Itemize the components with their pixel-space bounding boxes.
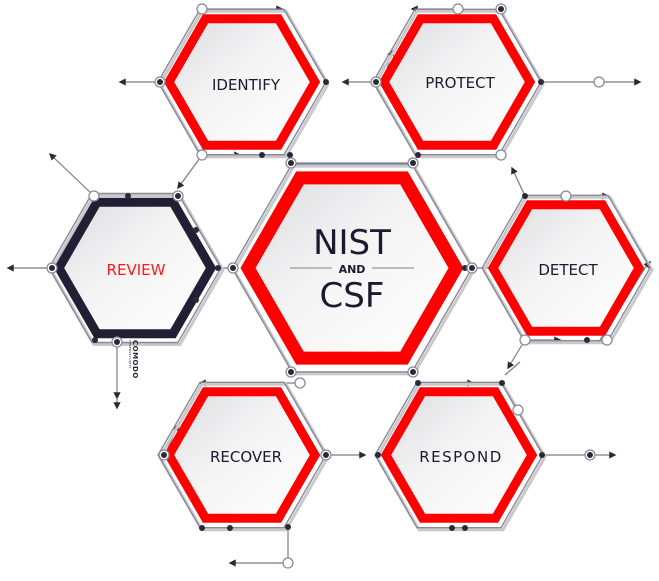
connector-dot — [259, 152, 265, 158]
connector-dot — [92, 337, 98, 343]
connector-detect-up — [511, 166, 526, 197]
hexagon-ring — [163, 14, 321, 150]
connector-dot — [449, 525, 455, 531]
connector-ring-node — [593, 76, 605, 88]
connector-ring-node — [560, 190, 572, 202]
connector-line — [504, 361, 521, 376]
connector-target-center — [49, 265, 55, 271]
center-title-nist: NIST — [313, 223, 391, 263]
hexagon-detect — [481, 194, 654, 345]
connector-identify-review — [177, 157, 201, 190]
connector-dot — [199, 525, 205, 531]
connector-ring-node — [196, 149, 208, 161]
connector-dot — [462, 525, 468, 531]
connector-nodes — [46, 3, 613, 569]
hexagon-outline — [157, 381, 327, 529]
connector-target-center — [157, 79, 163, 85]
connector-target-center — [373, 79, 379, 85]
connector-dot — [538, 79, 544, 85]
watermark-brand: COMODO — [131, 340, 139, 379]
connector-dot — [193, 297, 199, 303]
connector-dot — [584, 337, 590, 343]
connector-dot — [215, 265, 221, 271]
connector-ring-node — [512, 404, 524, 416]
connector-target-center — [175, 193, 181, 199]
watermark-sub: CYBERSECURITY — [128, 340, 132, 369]
connector-review-upleft — [48, 153, 95, 197]
center-title-csf: CSF — [320, 276, 385, 316]
connector-dot — [415, 152, 421, 158]
hexagon-ring — [53, 197, 217, 339]
hexagon-ring — [487, 200, 645, 336]
connector-dot — [323, 79, 329, 85]
connector-dot — [193, 227, 199, 233]
hexagon-label-respond: RESPOND — [419, 448, 503, 466]
connector-dot — [415, 380, 421, 386]
hexagon-label-review: REVIEW — [107, 261, 166, 279]
hexagon-ring — [240, 171, 464, 365]
hexagon-label-identify: IDENTIFY — [212, 76, 281, 94]
connector-dot — [227, 525, 233, 531]
connector-dot — [285, 524, 291, 530]
connector-dot — [462, 265, 468, 271]
hexagon-identify — [157, 8, 330, 159]
hexagon-ring — [380, 387, 538, 523]
connector-target-center — [230, 265, 236, 271]
connector-ring-node — [282, 557, 294, 569]
hexagon-label-protect: PROTECT — [425, 74, 495, 92]
connector-ring-node — [294, 377, 306, 389]
hexagon-ring — [378, 14, 536, 150]
connector-target-center — [288, 369, 294, 375]
center-and-label: AND — [339, 263, 366, 276]
comodo-watermark: COMODO CYBERSECURITY — [127, 340, 141, 400]
connector-dot — [539, 452, 545, 458]
connector-dot — [499, 380, 505, 386]
connector-ring-node — [452, 3, 464, 15]
connector-target-center — [323, 452, 329, 458]
connector-target-center — [410, 369, 416, 375]
hexagon-group — [48, 8, 654, 532]
connector-target-center — [498, 6, 504, 12]
connector-target-center — [161, 452, 167, 458]
connector-ring-node — [196, 3, 208, 15]
connector-ring-node — [495, 149, 507, 161]
connector-target-center — [114, 339, 120, 345]
connector-ring-node — [601, 334, 613, 346]
connector-target-center — [587, 452, 593, 458]
connector-target-center — [469, 265, 475, 271]
connector-dot — [287, 152, 293, 158]
center-hexagon-label: NIST AND CSF — [290, 223, 414, 316]
hexagon-label-detect: DETECT — [538, 261, 598, 279]
connector-target-center — [410, 160, 416, 166]
connector-ring-node — [88, 190, 100, 202]
hexagon-label-recover: RECOVER — [210, 448, 282, 466]
connector-dot — [125, 193, 131, 199]
connector-dot — [375, 452, 381, 458]
connector-dot — [522, 193, 528, 199]
connector-target-center — [288, 160, 294, 166]
connector-ring-node — [519, 334, 531, 346]
